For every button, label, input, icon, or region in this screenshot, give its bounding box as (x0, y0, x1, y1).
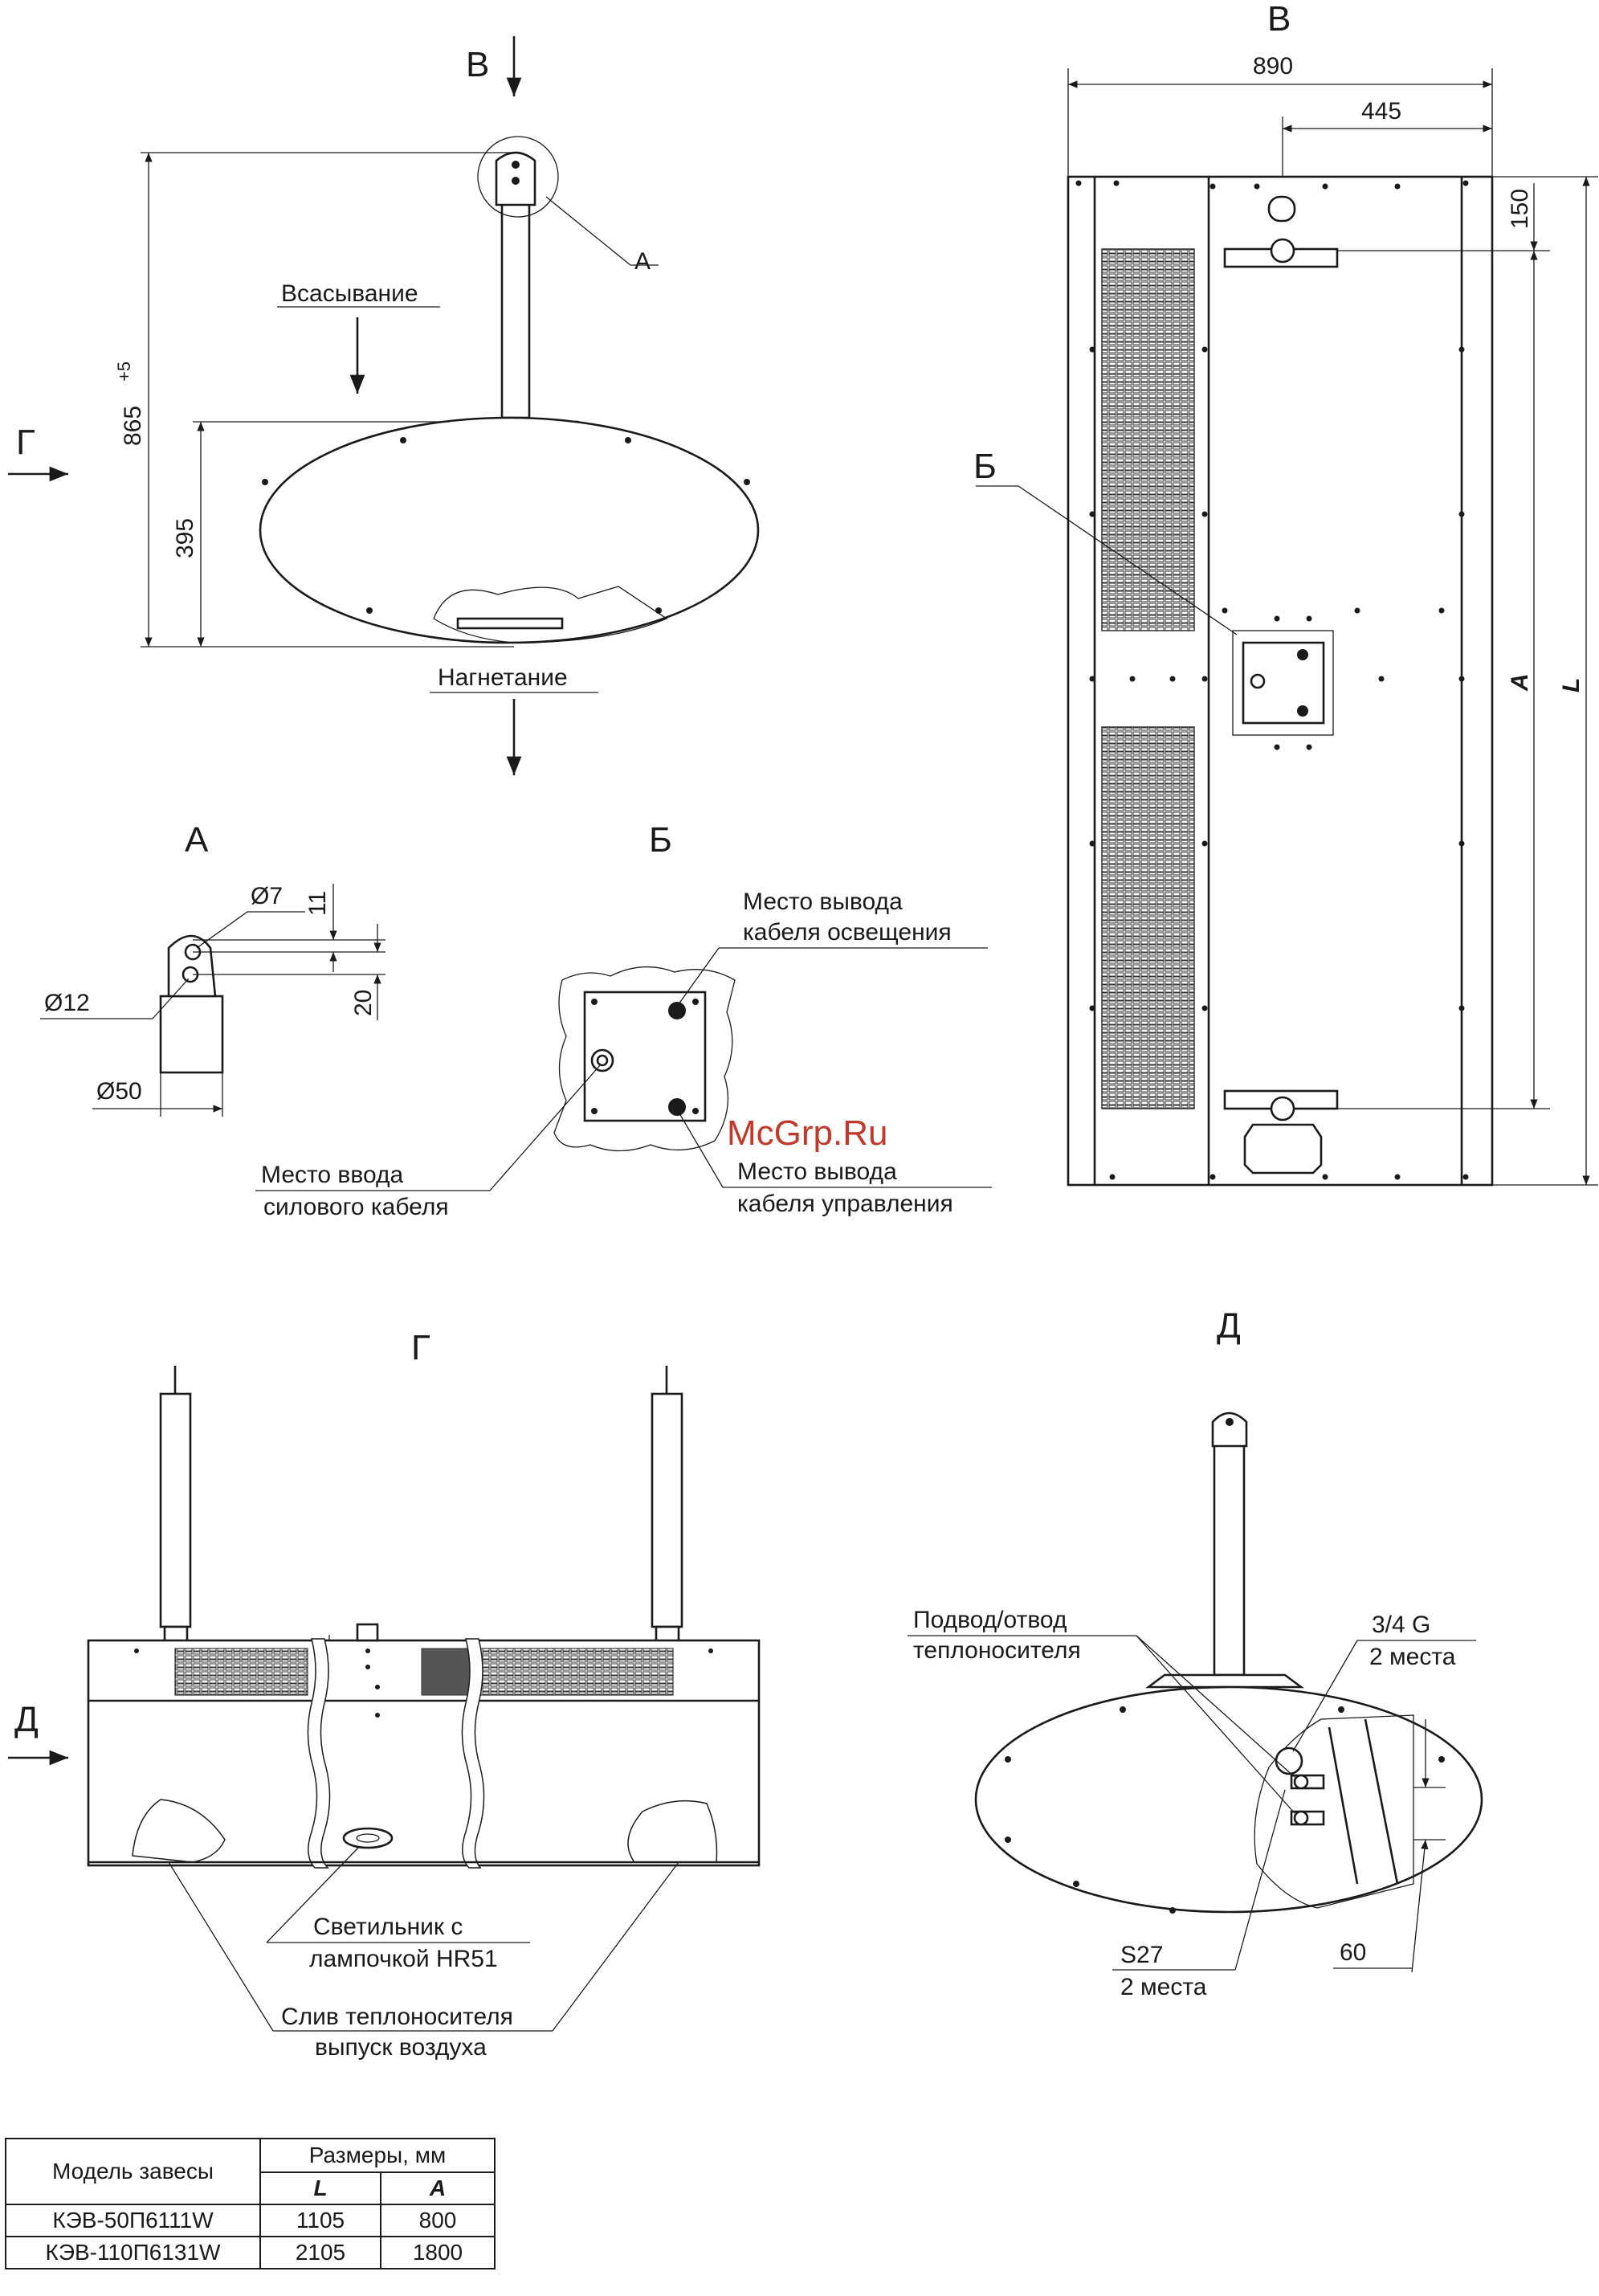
dim-60: 60 (1340, 1939, 1366, 1966)
cell-l: 1105 (259, 2204, 381, 2237)
dim-d7: Ø7 (251, 883, 283, 909)
label-nut-2: 2 места (1120, 1974, 1207, 2000)
label-drain-2: выпуск воздуха (315, 2034, 487, 2061)
view-g-letter: Г (16, 423, 35, 462)
model-size-table: Модель завесы Размеры, мм L A КЭВ-50П611… (5, 2138, 496, 2269)
detail-b: Б Место вывода кабеля освещения Место вв… (255, 820, 992, 1220)
label-control-cable-2: кабеля управления (737, 1191, 953, 1217)
view-d: Д Подвод/отвод теплоносителя 3/4 G 2 мес… (908, 1306, 1483, 2000)
detail-a-title: А (185, 820, 209, 860)
view-g-title: Г (411, 1328, 430, 1367)
label-suction: Всасывание (281, 280, 418, 307)
label-lighting-cable-2: кабеля освещения (743, 919, 952, 946)
label-control-cable-1: Место вывода (737, 1158, 897, 1185)
dim-top: 150 (1507, 189, 1533, 229)
dim-total-tol: +5 (114, 362, 134, 382)
cell-model: КЭВ-50П6111W (5, 2204, 261, 2237)
watermark: McGrp.Ru (727, 1113, 887, 1153)
side-view: В А Всасывание Нагнетание Г (8, 36, 760, 775)
label-thread-2: 2 места (1369, 1644, 1456, 1670)
cell-a: 800 (380, 2204, 496, 2237)
view-b: В 890 445 (973, 0, 1598, 1187)
callout-b: Б (973, 447, 997, 486)
label-thread-1: 3/4 G (1372, 1612, 1430, 1638)
label-lamp-2: лампочкой HR51 (309, 1946, 498, 1972)
view-d-title: Д (1217, 1306, 1241, 1346)
label-lamp-1: Светильник с (313, 1914, 463, 1940)
dim-width: 890 (1253, 53, 1293, 80)
view-d-letter: Д (14, 1700, 39, 1739)
label-coolant-1: Подвод/отвод (913, 1607, 1067, 1633)
label-drain-1: Слив теплоносителя (281, 2004, 513, 2030)
dim-total: 865 (120, 406, 146, 446)
header-a: A (380, 2171, 496, 2205)
label-coolant-2: теплоносителя (913, 1637, 1081, 1664)
label-lighting-cable-1: Место вывода (743, 889, 903, 915)
callout-a: А (634, 248, 651, 275)
header-l: L (259, 2171, 381, 2205)
dim-d12: Ø12 (44, 990, 90, 1016)
dim-d50: Ø50 (96, 1078, 142, 1105)
view-b-title: В (1267, 0, 1291, 39)
label-nut-1: S27 (1120, 1942, 1163, 1968)
label-discharge: Нагнетание (438, 664, 568, 691)
cell-model: КЭВ-110П6131W (5, 2236, 261, 2269)
dim-half: 445 (1361, 98, 1401, 125)
dim-body: 395 (172, 518, 198, 558)
dim-l: L (1558, 678, 1585, 692)
cell-a: 1800 (380, 2236, 496, 2269)
table-row: КЭВ-50П6111W 1105 800 (5, 2204, 496, 2237)
label-power-cable-2: силового кабеля (263, 1194, 449, 1220)
cell-l: 2105 (259, 2236, 381, 2269)
detail-b-title: Б (649, 820, 672, 860)
dim-a: A (1507, 673, 1533, 692)
label-power-cable-1: Место ввода (261, 1162, 404, 1188)
table-row: КЭВ-110П6131W 2105 1800 (5, 2236, 496, 2269)
view-b-letter: В (466, 45, 489, 84)
dim-20: 20 (350, 990, 377, 1016)
header-model: Модель завесы (5, 2138, 261, 2205)
dim-11: 11 (304, 891, 331, 916)
view-g: Г Д Светильник с (8, 1328, 761, 2061)
header-sizes: Размеры, мм (259, 2138, 496, 2173)
detail-a: А 11 20 Ø7 Ø12 Ø50 (40, 820, 385, 1117)
